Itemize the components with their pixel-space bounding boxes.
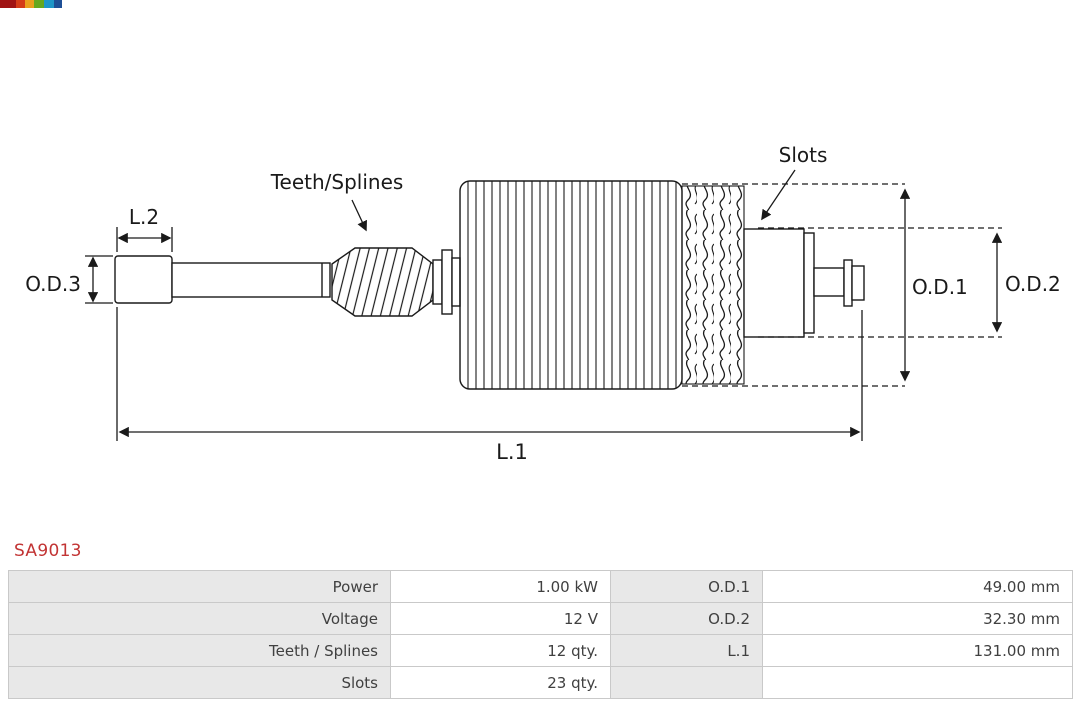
logo-segment — [34, 0, 44, 8]
dimension-lines — [85, 169, 1003, 441]
spec-label-cell: Power — [8, 570, 391, 603]
slots-arrow — [761, 169, 796, 221]
armature-core — [459, 180, 683, 390]
dim-label-od2: O.D.2 — [1005, 272, 1061, 296]
spec-label-cell: L.1 — [610, 634, 763, 667]
dim-label-l1: L.1 — [496, 440, 528, 464]
teeth-splines-arrow — [351, 199, 367, 232]
table-row: Power 1.00 kW O.D.1 49.00 mm — [8, 570, 1073, 603]
commutator-ring — [803, 232, 815, 334]
transition-ridge — [432, 259, 443, 305]
commutator — [743, 228, 805, 338]
spec-value-cell: 23 qty. — [390, 666, 611, 699]
end-cap-block — [851, 265, 865, 301]
spec-table: Power 1.00 kW O.D.1 49.00 mm Voltage 12 … — [8, 570, 1073, 699]
logo-segment — [25, 0, 34, 8]
logo-segment — [44, 0, 54, 8]
table-row: Teeth / Splines 12 qty. L.1 131.00 mm — [8, 634, 1073, 667]
spec-label-cell — [610, 666, 763, 699]
dim-label-od1: O.D.1 — [912, 275, 968, 299]
spec-value-cell: 12 V — [390, 602, 611, 635]
spec-value-cell: 1.00 kW — [390, 570, 611, 603]
spec-label-cell: O.D.2 — [610, 602, 763, 635]
table-row: Voltage 12 V O.D.2 32.30 mm — [8, 602, 1073, 635]
shaft-end-left — [114, 255, 173, 304]
spec-value-cell: 49.00 mm — [762, 570, 1073, 603]
callout-label-teeth-splines: Teeth/Splines — [270, 170, 404, 194]
armature-body — [114, 180, 865, 390]
shaft — [171, 262, 331, 298]
transition-ridge — [451, 257, 461, 307]
armature-technical-drawing: L.2 O.D.3 Teeth/Splines Slots O.D.1 O.D.… — [25, 143, 1061, 464]
spec-label-cell: Slots — [8, 666, 391, 699]
spec-label-cell: Voltage — [8, 602, 391, 635]
transition-ridge — [441, 249, 453, 315]
brand-logo — [0, 0, 62, 8]
spec-value-cell: 131.00 mm — [762, 634, 1073, 667]
spec-label-cell: O.D.1 — [610, 570, 763, 603]
logo-segment — [54, 0, 62, 8]
end-cap-plate — [843, 259, 853, 307]
spec-value-cell — [762, 666, 1073, 699]
part-number: SA9013 — [14, 541, 82, 561]
spec-label-cell: Teeth / Splines — [8, 634, 391, 667]
table-row: Slots 23 qty. — [8, 666, 1073, 699]
logo-segment — [0, 0, 16, 8]
spline-section — [331, 247, 434, 317]
spec-value-cell: 12 qty. — [390, 634, 611, 667]
logo-segment — [16, 0, 25, 8]
callout-label-slots: Slots — [779, 143, 828, 167]
shaft-end-right — [813, 267, 845, 297]
spec-value-cell: 32.30 mm — [762, 602, 1073, 635]
dim-label-od3: O.D.3 — [25, 272, 81, 296]
dim-label-l2: L.2 — [129, 205, 159, 229]
winding-section — [681, 185, 745, 385]
